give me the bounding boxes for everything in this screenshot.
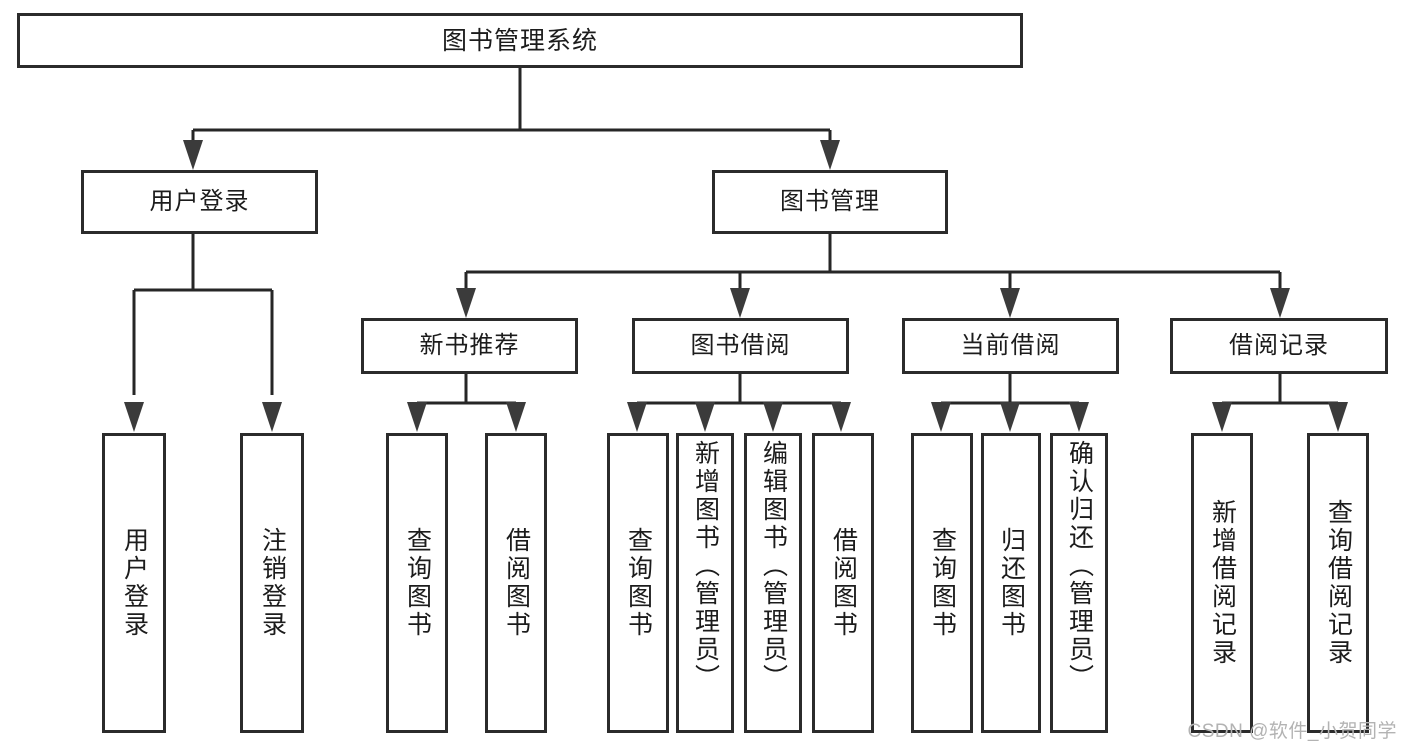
- leaf-edit-book-admin[interactable]: 编辑图书（管理员）: [744, 433, 802, 733]
- leaf-label: 确认归还（管理员）: [1065, 440, 1094, 692]
- leaf-label: 借阅图书: [829, 527, 858, 639]
- csdn-watermark: CSDN @软件_小贺同学: [1187, 721, 1397, 742]
- leaf-borrow-book-recommend[interactable]: 借阅图书: [485, 433, 547, 733]
- leaf-query-borrow-record[interactable]: 查询借阅记录: [1307, 433, 1369, 733]
- leaf-label: 新增图书（管理员）: [691, 440, 720, 692]
- leaf-add-borrow-record[interactable]: 新增借阅记录: [1191, 433, 1253, 733]
- node-user-login[interactable]: 用户登录: [81, 170, 318, 234]
- leaf-query-book-current[interactable]: 查询图书: [911, 433, 973, 733]
- leaf-label: 查询图书: [403, 527, 432, 639]
- node-borrow-record[interactable]: 借阅记录: [1170, 318, 1388, 374]
- node-book-management[interactable]: 图书管理: [712, 170, 948, 234]
- node-label: 用户登录: [149, 187, 250, 215]
- leaf-label: 查询图书: [928, 527, 957, 639]
- leaf-label: 查询借阅记录: [1324, 499, 1353, 667]
- node-label: 借阅记录: [1229, 331, 1329, 359]
- leaf-logout[interactable]: 注销登录: [240, 433, 304, 733]
- node-current-borrow[interactable]: 当前借阅: [902, 318, 1119, 374]
- leaf-label: 编辑图书（管理员）: [759, 440, 788, 692]
- leaf-return-book[interactable]: 归还图书: [981, 433, 1041, 733]
- leaf-borrow-book[interactable]: 借阅图书: [812, 433, 874, 733]
- leaf-label: 用户登录: [120, 527, 149, 639]
- node-label: 新书推荐: [419, 331, 520, 359]
- node-root-library-management-system[interactable]: 图书管理系统: [17, 13, 1023, 68]
- leaf-label: 新增借阅记录: [1208, 499, 1237, 667]
- leaf-confirm-return-admin[interactable]: 确认归还（管理员）: [1050, 433, 1108, 733]
- node-label: 图书借阅: [690, 331, 791, 359]
- node-new-book-recommend[interactable]: 新书推荐: [361, 318, 578, 374]
- leaf-label: 归还图书: [997, 527, 1026, 639]
- leaf-label: 注销登录: [258, 527, 287, 639]
- leaf-add-book-admin[interactable]: 新增图书（管理员）: [676, 433, 734, 733]
- node-label: 图书管理: [780, 187, 880, 215]
- leaf-label: 借阅图书: [502, 527, 531, 639]
- node-book-borrow[interactable]: 图书借阅: [632, 318, 849, 374]
- node-label: 图书管理系统: [441, 26, 598, 55]
- node-label: 当前借阅: [960, 331, 1061, 359]
- leaf-label: 查询图书: [624, 527, 653, 639]
- leaf-query-book-borrow[interactable]: 查询图书: [607, 433, 669, 733]
- leaf-user-login[interactable]: 用户登录: [102, 433, 166, 733]
- leaf-query-book-recommend[interactable]: 查询图书: [386, 433, 448, 733]
